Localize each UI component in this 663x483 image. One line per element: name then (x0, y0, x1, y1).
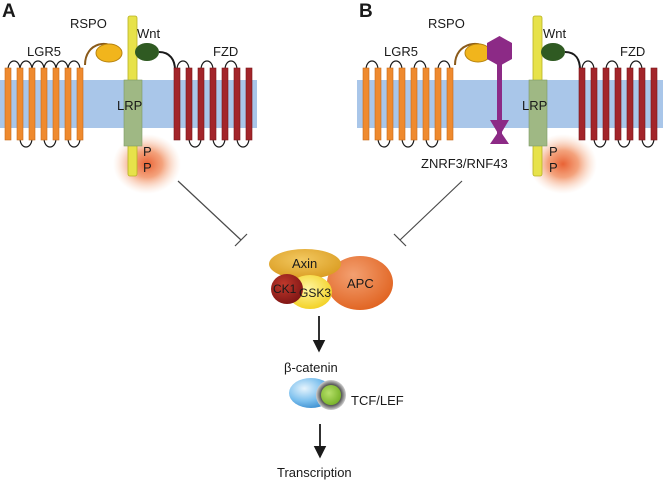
lgr5-label: LGR5 (27, 44, 61, 59)
inhibition-bar-b (393, 233, 407, 247)
lgr5-receptor-b (362, 60, 454, 148)
tcf-lef-protein (321, 385, 341, 405)
wnt-label: Wnt (137, 26, 161, 41)
lrp-label: LRP (117, 98, 142, 113)
wnt-ligand-b (541, 43, 565, 61)
lgr5-label-b: LGR5 (384, 44, 418, 59)
fzd-label: FZD (213, 44, 238, 59)
inhibition-arrows (177, 180, 463, 247)
lrp-receptor (123, 15, 143, 177)
lrp-receptor-b (528, 15, 548, 177)
lgr5-receptor (4, 60, 84, 148)
apc-protein (327, 256, 393, 310)
panel-b: B LGR5 RSPO (357, 1, 663, 194)
fzd-label-b: FZD (620, 44, 645, 59)
panel-a: A LGR5 RSPO L (0, 1, 257, 194)
axin-protein (269, 249, 341, 279)
phospho-glow-b (529, 134, 597, 194)
apc-label: APC (347, 276, 374, 291)
beta-catenin-tcf-complex: β-catenin TCF/LEF (284, 360, 404, 410)
phospho-p1: P (143, 144, 152, 159)
wnt-label-b: Wnt (543, 26, 567, 41)
rspo-label-b: RSPO (428, 16, 465, 31)
rspo-label: RSPO (70, 16, 107, 31)
rspo-ligand (95, 43, 123, 63)
phospho-p2-b: P (549, 160, 558, 175)
inhibition-bar-a (234, 233, 248, 247)
znrf3-rnf43-label: ZNRF3/RNF43 (421, 156, 508, 171)
fzd-receptor-b (578, 60, 658, 148)
axin-label: Axin (292, 256, 317, 271)
destruction-complex: Axin APC CK1 GSK3 (269, 249, 393, 310)
znrf3-rnf43-e3-ligase (487, 36, 512, 144)
wnt-tether (158, 51, 176, 71)
cell-membrane-b (357, 80, 663, 128)
wnt-tether-b (564, 51, 581, 71)
phospho-p2: P (143, 160, 152, 175)
lrp-label-b: LRP (522, 98, 547, 113)
inhibition-line-a (177, 180, 242, 241)
transcription-label: Transcription (277, 465, 352, 480)
gsk3-label: GSK3 (299, 286, 331, 300)
beta-catenin-label: β-catenin (284, 360, 338, 375)
phospho-p1-b: P (549, 144, 558, 159)
ck1-label: CK1 (273, 282, 297, 296)
tcf-lef-label: TCF/LEF (351, 393, 404, 408)
panel-b-letter: B (359, 1, 373, 22)
ck1-protein (271, 274, 303, 304)
wnt-ligand (135, 43, 159, 61)
fzd-receptor (173, 60, 253, 148)
panel-a-letter: A (2, 1, 16, 22)
inhibition-line-b (399, 180, 463, 241)
